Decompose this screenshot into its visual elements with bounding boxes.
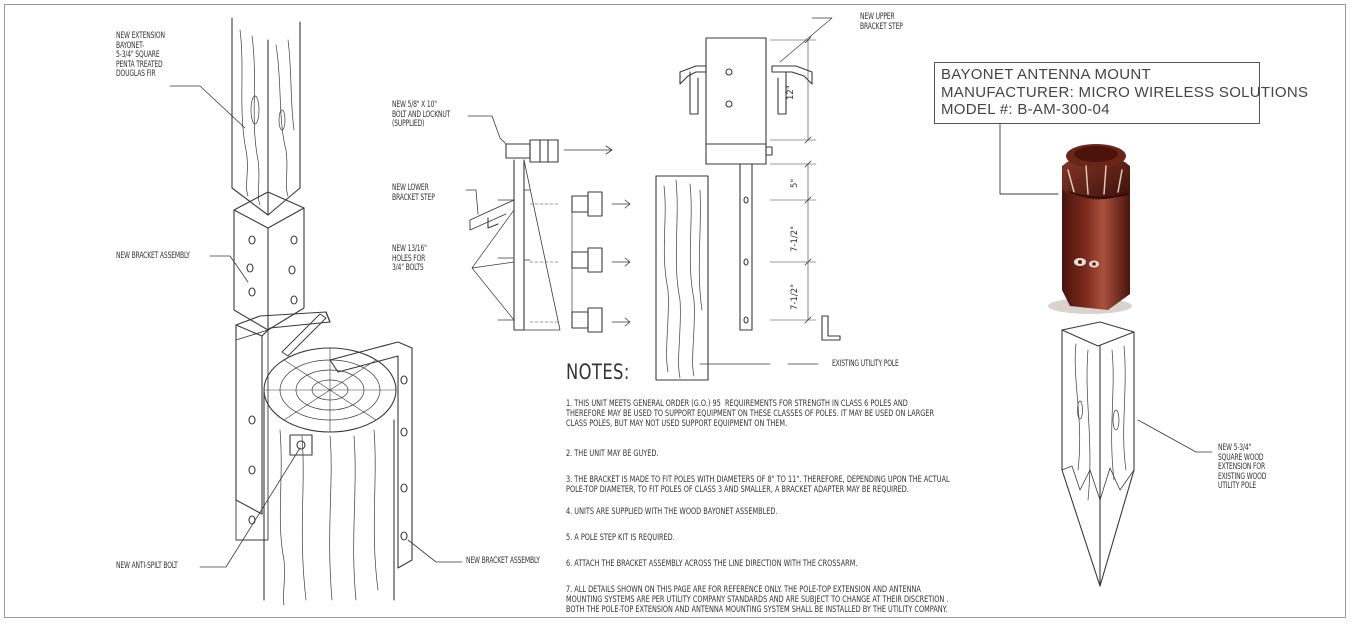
leader-bracket-left <box>209 255 249 283</box>
note-2: 2. THE UNIT MAY BE GUYED. <box>566 448 659 458</box>
model-manufacturer: MANUFACTURER: MICRO WIRELESS SOLUTIONS <box>941 83 1309 101</box>
note-4: 4. UNITS ARE SUPPLIED WITH THE WOOD BAYO… <box>566 506 778 516</box>
bracket-sleeve-iso <box>233 191 305 331</box>
leader-lower-step <box>465 189 479 215</box>
model-leader <box>999 123 1059 195</box>
dimension-7-1-2-upper: 7-1/2" <box>790 225 800 252</box>
note-6: 6. ATTACH THE BRACKET ASSEMBLY ACROSS TH… <box>566 558 858 568</box>
isometric-assembly <box>169 17 463 606</box>
callout-bracket-assembly-bottom: NEW BRACKET ASSEMBLY <box>466 556 540 566</box>
note-5: 5. A POLE STEP KIT IS REQUIRED. <box>566 532 675 542</box>
dimension-12: 12" <box>786 85 796 100</box>
note-7: 7. ALL DETAILS SHOWN ON THIS PAGE ARE FO… <box>566 584 949 614</box>
dimension-5: 5" <box>790 178 800 188</box>
side-view <box>469 137 631 333</box>
callout-anti-split-bolt: NEW ANTI-SPILT BOLT <box>116 561 178 571</box>
wood-extension-iso <box>231 17 301 216</box>
product-photo <box>1048 144 1132 314</box>
note-3: 3. THE BRACKET IS MADE TO FIT POLES WITH… <box>566 474 950 494</box>
model-title: BAYONET ANTENNA MOUNT <box>941 66 1151 83</box>
callout-existing-pole: EXISTING UTILITY POLE <box>832 359 899 369</box>
model-number: MODEL #: B-AM-300-04 <box>941 101 1110 118</box>
leader-antisplit <box>199 447 301 568</box>
leader-bolt <box>467 115 501 139</box>
leader-extension <box>169 85 246 129</box>
wood-extension-right <box>1061 321 1213 587</box>
front-view <box>679 17 841 365</box>
dimension-7-1-2-lower: 7-1/2" <box>790 283 800 310</box>
model-info-box: BAYONET ANTENNA MOUNT MANUFACTURER: MICR… <box>934 62 1309 124</box>
notes-title: NOTES: <box>566 360 630 384</box>
drawing-border <box>4 4 1346 618</box>
callout-bracket-assembly-left: NEW BRACKET ASSEMBLY <box>116 251 190 261</box>
utility-pole-front <box>655 175 771 381</box>
callout-bolt: NEW 5/8" x 10"BOLT AND LOCKNUT(SUPPLIED) <box>392 100 451 130</box>
pole-top-iso <box>235 311 413 606</box>
leader-bracket-bottom <box>407 539 463 563</box>
note-1: 1. THIS UNIT MEETS GENERAL ORDER (G.O.) … <box>566 398 934 428</box>
